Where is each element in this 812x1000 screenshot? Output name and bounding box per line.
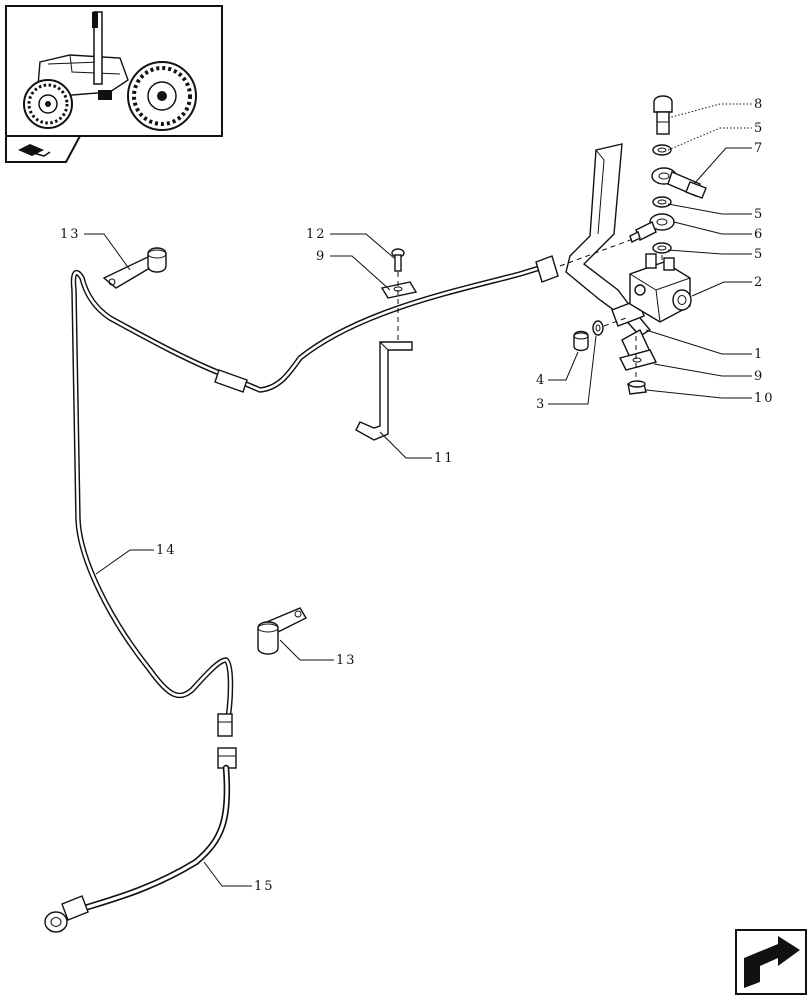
callout-5c: 5	[754, 247, 764, 262]
banjo-bolt-8	[653, 95, 673, 135]
callout-13a: 13	[60, 227, 81, 242]
callout-9b: 9	[754, 369, 764, 384]
callout-3: 3	[536, 397, 546, 412]
bracket-11	[355, 341, 413, 441]
callout-12: 12	[306, 227, 327, 242]
callout-5a: 5	[754, 121, 764, 136]
callout-4: 4	[536, 373, 546, 388]
callout-labels: 8 5 7 5 6 5 2 1 9 10 4 3 12 9 11 13 13 1…	[60, 97, 775, 894]
banjo-fitting-6	[629, 213, 675, 243]
valve-2	[629, 246, 692, 323]
rigid-pipe-14	[70, 255, 559, 737]
leader-lines	[84, 103, 752, 887]
callout-15: 15	[254, 879, 275, 894]
washer-5-bottom	[652, 242, 672, 254]
pipe-clamp-13-bottom	[257, 607, 307, 655]
banjo-fitting-7	[651, 167, 707, 199]
callout-1: 1	[754, 347, 764, 362]
callout-10: 10	[754, 391, 775, 406]
washer-5-top	[652, 144, 672, 156]
washer-5-middle	[652, 196, 672, 208]
tractor-thumbnail-icon	[5, 5, 223, 137]
callout-2: 2	[754, 275, 764, 290]
callout-6: 6	[754, 227, 764, 242]
callout-8: 8	[754, 97, 764, 112]
section-marker-icon	[5, 135, 82, 163]
callout-7: 7	[754, 141, 764, 156]
callout-5b: 5	[754, 207, 764, 222]
callout-14: 14	[156, 543, 177, 558]
callout-11: 11	[434, 451, 455, 466]
plate-9-top	[380, 281, 418, 299]
callout-13b: 13	[336, 653, 357, 668]
pipe-clamp-13-top	[102, 247, 167, 289]
plate-9-bottom	[618, 349, 658, 371]
washer-3	[592, 320, 604, 336]
nut-10	[627, 380, 647, 395]
callout-9a: 9	[316, 249, 326, 264]
flexible-hose-15	[44, 747, 237, 933]
bolt-12	[391, 248, 405, 272]
next-page-arrow-icon[interactable]	[735, 929, 807, 995]
screw-4	[573, 330, 589, 352]
